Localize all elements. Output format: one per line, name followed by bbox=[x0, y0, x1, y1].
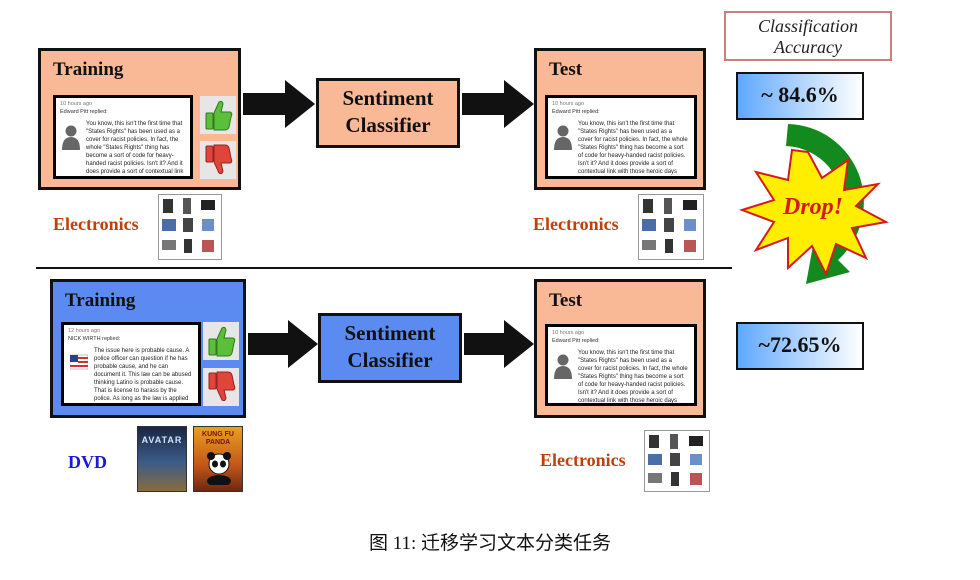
electronics-products-image bbox=[158, 194, 222, 260]
accuracy-header-line2: Accuracy bbox=[774, 37, 842, 57]
person-silhouette-icon bbox=[554, 125, 572, 150]
drop-graphic bbox=[738, 124, 890, 284]
bottom-training-title: Training bbox=[65, 290, 136, 311]
review-meta: 12 hours ago bbox=[68, 328, 101, 334]
review-meta: 10 hours ago bbox=[552, 330, 585, 336]
bottom-test-title: Test bbox=[549, 290, 583, 311]
review-body: You know, this isn't the first time that… bbox=[86, 121, 184, 175]
bottom-train-domain-label: DVD bbox=[68, 452, 107, 472]
panda-icon bbox=[207, 452, 231, 485]
bottom-sentiment-classifier: Sentiment Classifier bbox=[318, 313, 462, 383]
classifier-label-line1: Sentiment bbox=[342, 86, 434, 110]
top-test-review: 10 hours ago Edward Pitt replied: You kn… bbox=[545, 95, 697, 179]
dvd-cover-title: AVATAR bbox=[141, 435, 183, 445]
thumbs-up-icon bbox=[200, 96, 236, 134]
review-author: Edward Pitt replied: bbox=[60, 109, 108, 115]
person-silhouette-icon bbox=[554, 354, 572, 379]
thumbs-down-icon bbox=[200, 141, 236, 179]
classifier-label-line2: Classifier bbox=[345, 113, 431, 137]
review-author: Edward Pitt replied: bbox=[552, 109, 600, 115]
bottom-test-domain-label: Electronics bbox=[540, 450, 626, 470]
electronics-icon-grid bbox=[642, 198, 697, 253]
figure-caption: 图 11: 迁移学习文本分类任务 bbox=[368, 533, 612, 554]
drop-label: Drop! bbox=[782, 194, 843, 220]
top-training-title: Training bbox=[53, 59, 124, 80]
arrow-right-icon bbox=[243, 80, 315, 128]
bottom-training-panel: Training 12 hours ago NICK WIRTH replied… bbox=[50, 279, 246, 418]
classifier-label-line2: Classifier bbox=[347, 348, 433, 372]
electronics-icon-grid bbox=[162, 198, 215, 253]
top-training-review: 10 hours ago Edward Pitt replied: You kn… bbox=[53, 95, 193, 179]
electronics-products-image bbox=[644, 430, 710, 492]
review-author: NICK WIRTH replied: bbox=[68, 336, 121, 342]
electronics-icon-grid bbox=[648, 434, 703, 486]
review-body: The issue here is probable cause. A poli… bbox=[94, 348, 192, 402]
person-silhouette-icon bbox=[62, 125, 80, 150]
review-body: You know, this isn't the first time that… bbox=[578, 121, 688, 175]
accuracy-header-line1: Classification bbox=[757, 16, 858, 36]
flag-avatar-icon bbox=[70, 354, 88, 370]
top-test-domain-label: Electronics bbox=[533, 214, 619, 234]
row-divider bbox=[36, 267, 732, 269]
bottom-test-review: 10 hours ago Edward Pitt replied: You kn… bbox=[545, 324, 697, 406]
starburst-icon bbox=[738, 148, 890, 277]
bottom-training-review: 12 hours ago NICK WIRTH replied: The iss… bbox=[61, 322, 201, 406]
review-meta: 10 hours ago bbox=[60, 101, 93, 107]
dvd-cover-title: KUNG FU PANDA bbox=[202, 431, 234, 446]
review-meta: 10 hours ago bbox=[552, 101, 585, 107]
electronics-products-image bbox=[638, 194, 704, 260]
review-body: You know, this isn't the first time that… bbox=[578, 350, 688, 404]
accuracy-header: Classification Accuracy bbox=[724, 11, 892, 61]
top-accuracy-box: ~ 84.6% bbox=[736, 72, 864, 120]
thumbs-down-icon bbox=[203, 368, 239, 406]
top-test-panel: Test 10 hours ago Edward Pitt replied: Y… bbox=[534, 48, 706, 190]
bottom-test-panel: Test 10 hours ago Edward Pitt replied: Y… bbox=[534, 279, 706, 418]
arrow-right-icon bbox=[462, 80, 534, 128]
arrow-right-icon bbox=[464, 320, 534, 368]
avatar-dvd-cover: AVATAR bbox=[137, 426, 187, 492]
top-test-title: Test bbox=[549, 59, 583, 80]
top-sentiment-classifier: Sentiment Classifier bbox=[316, 78, 460, 148]
thumbs-up-icon bbox=[203, 322, 239, 360]
classifier-label-line1: Sentiment bbox=[344, 321, 436, 345]
bottom-accuracy-box: ~72.65% bbox=[736, 322, 864, 370]
top-training-panel: Training 10 hours ago Edward Pitt replie… bbox=[38, 48, 241, 190]
arrow-right-icon bbox=[248, 320, 318, 368]
review-author: Edward Pitt replied: bbox=[552, 338, 600, 344]
kung-fu-panda-dvd-cover: KUNG FU PANDA bbox=[193, 426, 243, 492]
top-train-domain-label: Electronics bbox=[53, 214, 139, 234]
